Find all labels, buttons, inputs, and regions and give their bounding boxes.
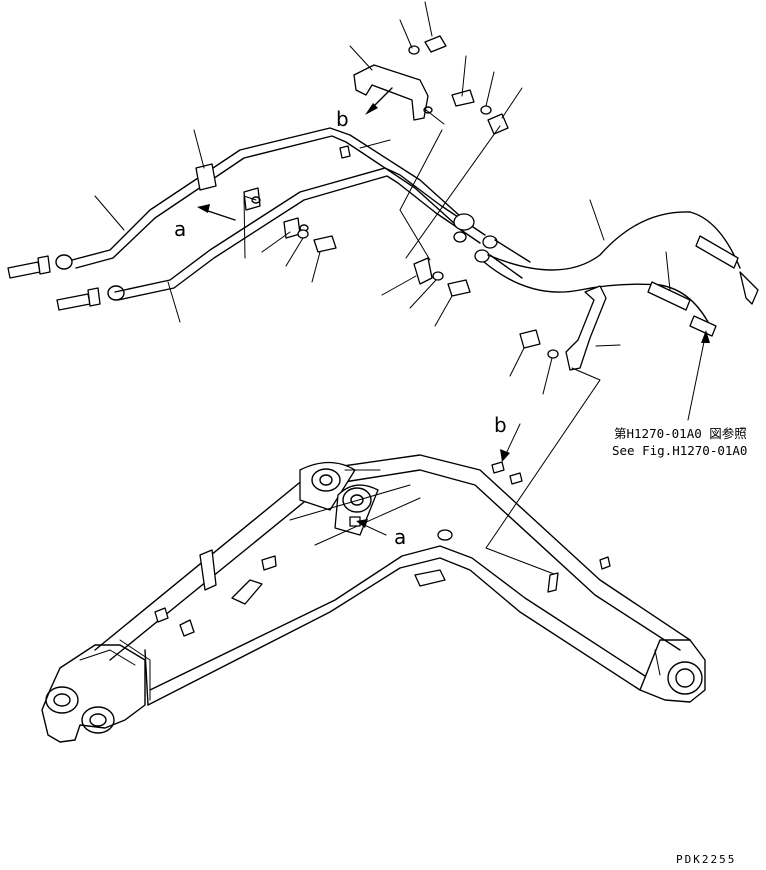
leader-lines: [94, 1, 710, 575]
callout-b-lower: b: [494, 413, 507, 437]
boom-assembly: [41, 454, 706, 743]
callout-a-upper: a: [174, 217, 186, 241]
callout-b-upper: b: [336, 107, 349, 131]
callout-a-lower: a: [394, 525, 406, 549]
reference-english: See Fig.H1270-01A0: [612, 443, 747, 458]
pipe-assembly: [7, 35, 759, 371]
reference-japanese: 第H1270-01A0 図参照: [614, 426, 747, 441]
annotations: b a b a 第H1270-01A0 図参照 See Fig.H1270-01…: [174, 107, 747, 866]
drawing-code: PDK2255: [676, 853, 736, 866]
